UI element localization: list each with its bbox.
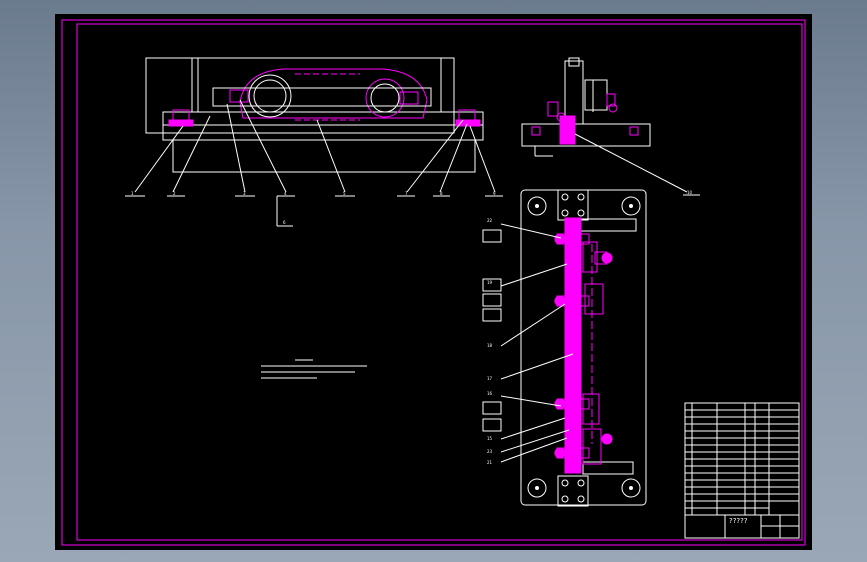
- technical-notes: [261, 359, 367, 379]
- plan-label-boxes: [482, 229, 502, 432]
- front-view: 1 2 3 4 5 7 8 9 6: [125, 57, 503, 227]
- front-leader-lines: [125, 99, 503, 226]
- balloon-22: 22: [487, 218, 493, 223]
- fixture-housing-outline: [145, 57, 455, 134]
- plan-workpiece-rod: [564, 217, 582, 474]
- outer-border: [61, 19, 806, 546]
- balloon-23: 23: [487, 449, 493, 454]
- balloon-15: 15: [487, 436, 493, 441]
- balloon-17: 17: [487, 376, 493, 381]
- plan-view: 22 19 18 17 16 15 23 21: [482, 189, 647, 507]
- connecting-rod-outline: [239, 68, 428, 119]
- balloon-1: 1: [131, 191, 134, 196]
- balloon-16: 16: [487, 391, 493, 396]
- balloon-21: 21: [487, 460, 493, 465]
- drawing-canvas: 1 2 3 4 5 7 8 9 6 10: [61, 19, 806, 546]
- balloon-18: 18: [487, 343, 493, 348]
- plan-leader-lines: [500, 223, 574, 463]
- inner-border: [76, 23, 803, 541]
- title-block: ?????: [684, 402, 800, 539]
- side-base: [521, 123, 651, 147]
- balloon-5: 5: [343, 191, 346, 196]
- balloon-2: 2: [173, 191, 176, 196]
- balloon-4: 4: [284, 191, 287, 196]
- balloon-3: 3: [243, 191, 246, 196]
- balloon-9: 9: [493, 191, 496, 196]
- balloon-19: 19: [487, 280, 493, 285]
- balloon-6: 6: [283, 220, 286, 225]
- balloon-10: 10: [687, 190, 693, 195]
- base-block: [172, 139, 476, 173]
- balloon-8: 8: [440, 191, 443, 196]
- cad-drawing-viewport[interactable]: 1 2 3 4 5 7 8 9 6 10: [55, 14, 812, 550]
- title-block-drawing-name: ?????: [729, 517, 748, 525]
- balloon-7: 7: [405, 191, 408, 196]
- side-view: 10: [521, 57, 700, 196]
- side-locating-pin: [559, 115, 576, 145]
